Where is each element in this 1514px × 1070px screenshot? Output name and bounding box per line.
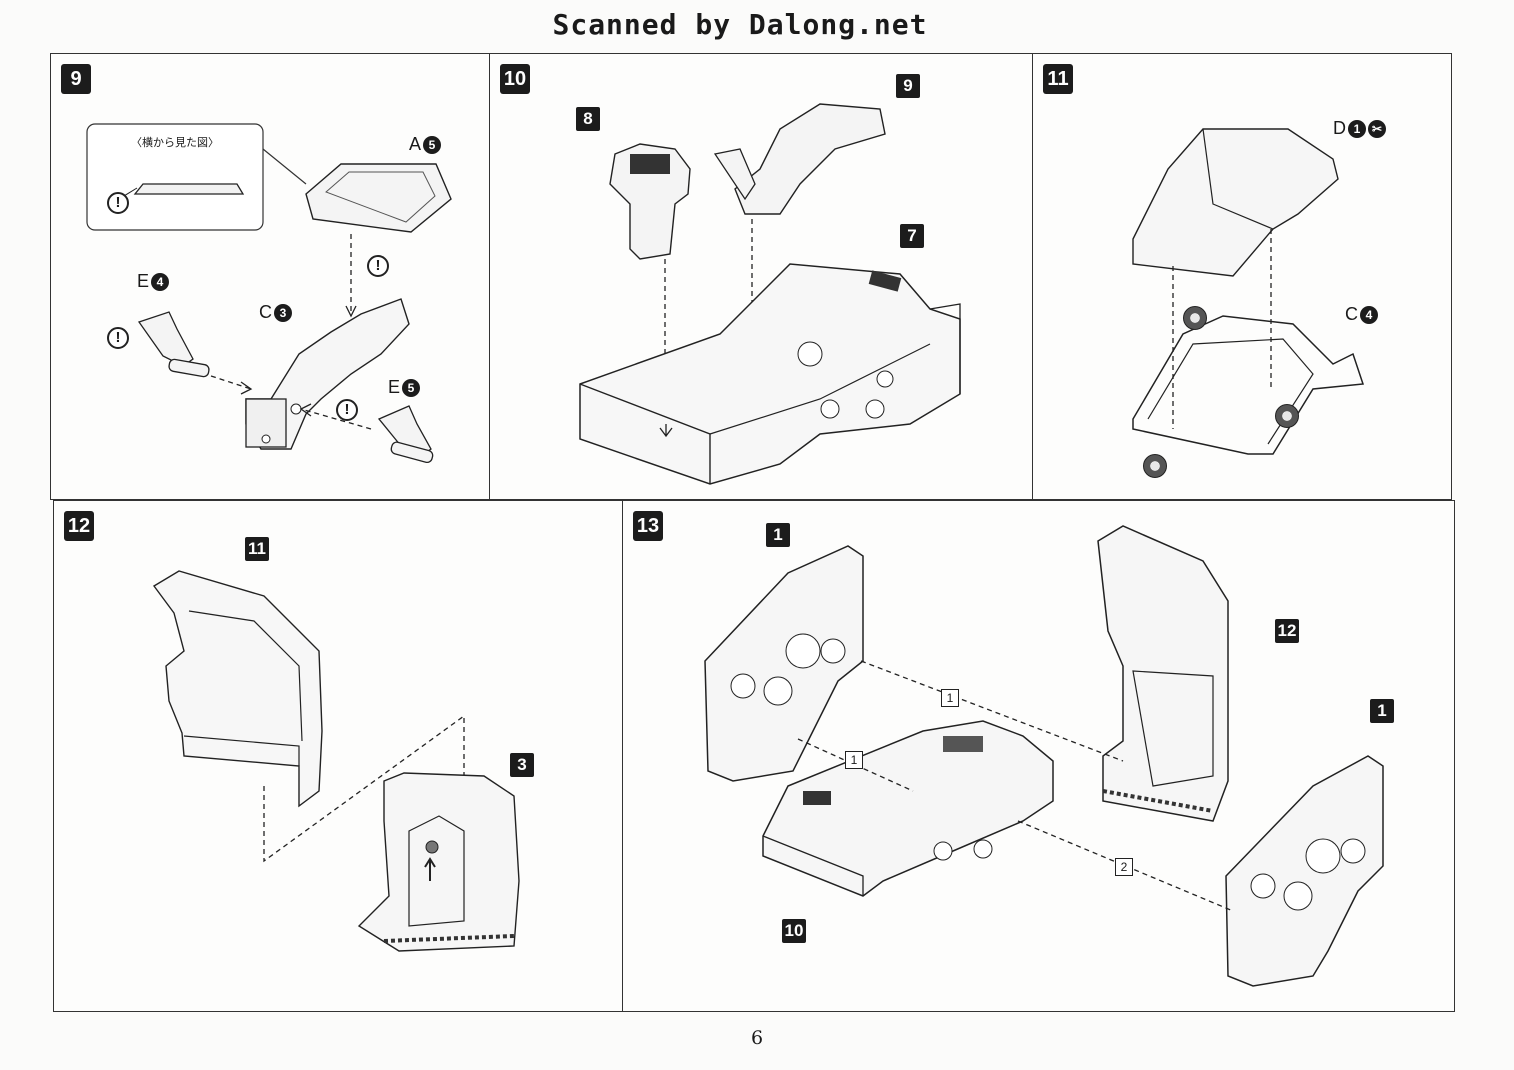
caution-icon: ! <box>367 255 389 277</box>
route-label: 1 <box>941 689 959 707</box>
cement-icon <box>1183 306 1207 330</box>
route-label: 1 <box>845 751 863 769</box>
scan-watermark-title: Scanned by Dalong.net <box>552 8 928 41</box>
ref-step-1-tag: 1 <box>766 523 790 547</box>
step-9-number: 9 <box>61 64 91 94</box>
ref-step-12-tag: 12 <box>1275 619 1299 643</box>
page-number: 6 <box>750 1027 764 1049</box>
step-13-panel: 13 1 12 1 10 1 1 2 <box>622 500 1455 1012</box>
step-13-number: 13 <box>633 511 663 541</box>
step-12-number: 12 <box>64 511 94 541</box>
step-12-illustration <box>152 570 520 952</box>
step-13-illustration <box>704 525 1384 987</box>
caution-icon: ! <box>336 399 358 421</box>
step-10-panel: 10 8 9 7 <box>489 53 1033 500</box>
ref-step-8-tag: 8 <box>576 107 600 131</box>
step-10-illustration <box>579 103 961 485</box>
ref-step-3-tag: 3 <box>510 753 534 777</box>
step-12-panel: 12 11 3 <box>53 500 623 1012</box>
step-10-number: 10 <box>500 64 530 94</box>
step-9-illustration <box>86 123 452 464</box>
caution-icon: ! <box>107 192 129 214</box>
side-view-label: 〈横から見た図〉 <box>131 137 219 149</box>
route-label: 2 <box>1115 858 1133 876</box>
ref-step-1-tag: 1 <box>1370 699 1394 723</box>
cement-icon <box>1143 454 1167 478</box>
caution-icon: ! <box>107 327 129 349</box>
cut-icon: ✂ <box>1368 120 1386 138</box>
cement-icon <box>1275 404 1299 428</box>
step-11-illustration <box>1132 128 1365 455</box>
ref-step-10-tag: 10 <box>782 919 806 943</box>
step-11-number: 11 <box>1043 64 1073 94</box>
ref-step-11-tag: 11 <box>245 537 269 561</box>
ref-step-9-tag: 9 <box>896 74 920 98</box>
ref-step-7-tag: 7 <box>900 224 924 248</box>
